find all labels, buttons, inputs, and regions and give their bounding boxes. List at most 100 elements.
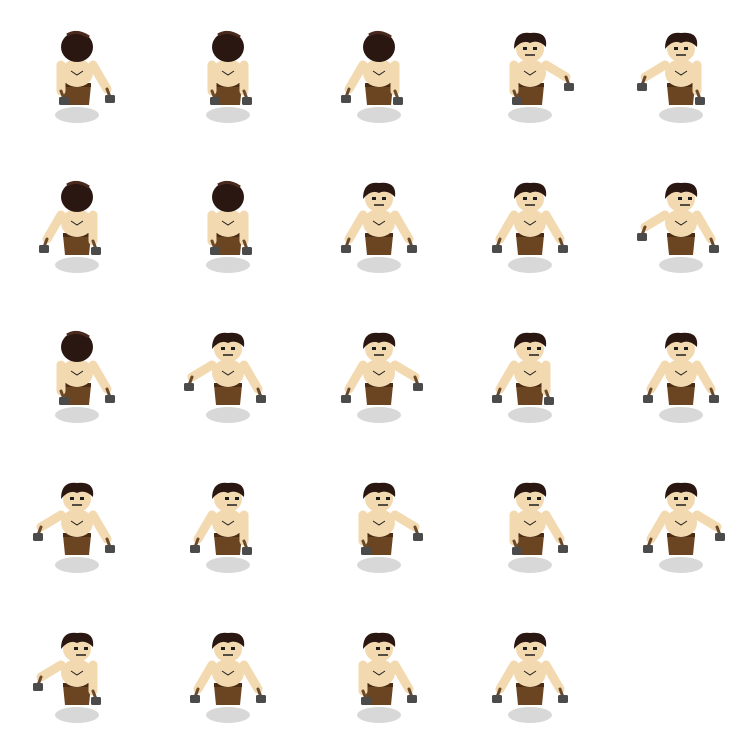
right-hammer: [558, 237, 568, 253]
ground-shadow: [206, 257, 250, 273]
character-body: [33, 482, 115, 555]
eye-left: [527, 497, 531, 500]
loincloth: [365, 85, 393, 105]
loincloth: [63, 685, 91, 705]
eye-right: [231, 347, 235, 350]
hair: [665, 332, 698, 349]
eye-left: [221, 347, 225, 350]
torso: [212, 659, 244, 687]
sprite-frame: [0, 150, 151, 300]
loincloth: [214, 535, 242, 555]
sprite-frame: [302, 300, 453, 450]
character-body: [190, 632, 266, 705]
sprite-frame: [453, 150, 604, 300]
character-body: [341, 332, 423, 405]
head: [516, 636, 544, 662]
chest-tattoo: [523, 670, 537, 676]
right-hammer: [242, 539, 252, 555]
torso: [363, 59, 395, 87]
left-hammer: [210, 89, 220, 105]
left-hammer: [512, 539, 522, 555]
chest-tattoo: [674, 70, 688, 76]
left-hammer: [39, 237, 49, 253]
hammer-head: [59, 397, 69, 405]
character-body: [56, 30, 115, 105]
hammer-head: [190, 695, 200, 703]
torso: [514, 359, 546, 387]
ground-shadow: [206, 707, 250, 723]
hair: [665, 32, 698, 49]
eye-right: [537, 347, 541, 350]
loincloth: [214, 235, 242, 255]
loincloth: [365, 535, 393, 555]
character-body: [33, 632, 101, 705]
right-hammer: [544, 389, 554, 405]
right-arm: [692, 360, 716, 394]
eye-left: [376, 497, 380, 500]
torso: [212, 59, 244, 87]
right-hammer: [256, 687, 266, 703]
hammer-head: [242, 97, 252, 105]
hair: [514, 632, 547, 649]
hair: [61, 182, 93, 212]
loincloth: [667, 535, 695, 555]
sprite-frame: [453, 0, 604, 150]
character-body: [190, 482, 252, 555]
eye-left: [372, 347, 376, 350]
right-hammer: [709, 237, 719, 253]
eye-right: [84, 647, 88, 650]
left-hammer: [492, 237, 502, 253]
hair: [514, 332, 547, 349]
hammer-head: [341, 395, 351, 403]
ground-shadow: [357, 407, 401, 423]
sprite-frame: [302, 600, 453, 750]
eye-left: [674, 497, 678, 500]
hammer-head: [105, 95, 115, 103]
eye-right: [684, 47, 688, 50]
hammer-head: [361, 547, 371, 555]
head: [365, 336, 393, 362]
character-body: [492, 332, 554, 405]
character-sprite: [357, 482, 423, 573]
right-hammer: [242, 89, 252, 105]
right-hammer: [105, 387, 115, 403]
head: [667, 36, 695, 62]
left-arm: [344, 210, 368, 244]
hammer-head: [643, 545, 653, 553]
eye-left: [678, 197, 682, 200]
hair-highlight: [66, 330, 90, 339]
eye-right: [235, 497, 239, 500]
character-sprite: [190, 632, 266, 723]
ground-shadow: [508, 407, 552, 423]
sprite-frame: [604, 0, 755, 150]
hammer-head: [709, 245, 719, 253]
eye-left: [221, 647, 225, 650]
right-hammer: [564, 75, 574, 91]
character-body: [184, 332, 266, 405]
hair: [363, 182, 396, 199]
left-arm: [344, 60, 368, 94]
eye-right: [684, 497, 688, 500]
character-body: [492, 182, 568, 255]
torso: [61, 359, 93, 387]
chest-tattoo: [70, 220, 84, 226]
hair: [514, 182, 547, 199]
loincloth: [214, 685, 242, 705]
character-sprite: [357, 632, 417, 723]
left-hammer: [59, 389, 69, 405]
left-arm: [640, 60, 670, 82]
chest-tattoo: [372, 520, 386, 526]
left-hammer: [190, 537, 200, 553]
hair: [514, 482, 547, 499]
hair-highlight: [66, 30, 90, 39]
left-hammer: [184, 375, 194, 391]
right-arm: [88, 60, 112, 94]
left-hammer: [361, 689, 371, 705]
eye-left: [70, 497, 74, 500]
chest-tattoo: [70, 520, 84, 526]
sprite-frame: [0, 300, 151, 450]
chest-tattoo: [221, 220, 235, 226]
right-arm: [541, 210, 565, 244]
right-hammer: [256, 387, 266, 403]
